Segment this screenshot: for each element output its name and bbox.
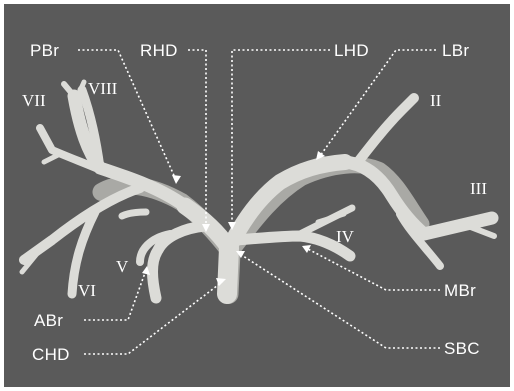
biliary-cast [22, 82, 494, 298]
segment-label-iv: IV [336, 228, 354, 245]
segment-label-vii: VII [22, 92, 46, 109]
segment-label-vi: VI [78, 282, 96, 299]
leader-sbc [240, 254, 440, 348]
label-sbc: SBC [444, 340, 480, 357]
anterior-stub [122, 212, 146, 216]
middle-branch [236, 236, 350, 256]
segment-iii-tip [468, 226, 494, 236]
segment-vii-twig [44, 154, 60, 162]
segment-label-viii: VIII [88, 80, 117, 97]
label-mbr: MBr [444, 282, 476, 299]
label-lhd: LHD [334, 42, 369, 59]
segment-label-v: V [116, 258, 128, 275]
label-rhd: RHD [140, 42, 178, 59]
label-chd: CHD [32, 346, 70, 363]
segment-label-ii: II [430, 92, 441, 109]
label-pbr: PBr [30, 42, 59, 59]
left-lateral-branch [345, 162, 492, 234]
arrowhead-mbr [302, 245, 311, 253]
segment-vii-tip [64, 84, 74, 96]
arrowhead-pbr [172, 175, 181, 184]
segment-ii-branch [358, 98, 414, 162]
leader-mbr [306, 248, 440, 290]
label-lbr: LBr [442, 42, 469, 59]
label-abr: ABr [34, 312, 63, 329]
segment-label-iii: III [470, 180, 487, 197]
